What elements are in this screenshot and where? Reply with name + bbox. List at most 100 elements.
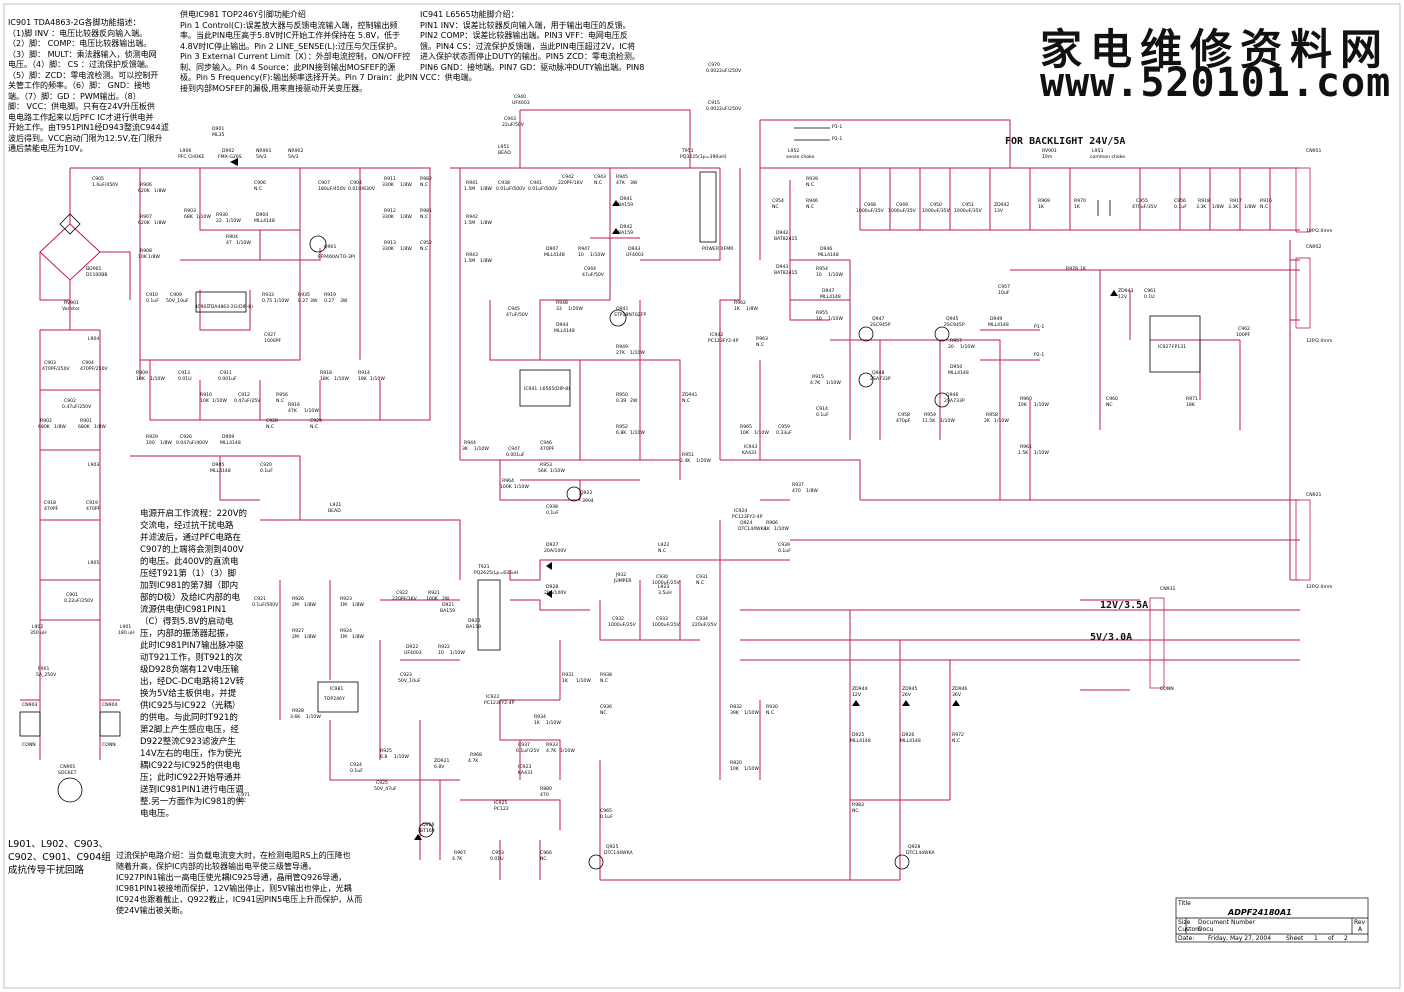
note-line: 送到IC981PIN1进行电压调 [140,785,244,795]
component-label: 3.3K [1228,204,1239,210]
component-label: 0.047uF/400V [176,440,209,446]
component-label: IC924 [734,508,747,514]
component-label: R971 [1186,396,1198,402]
component-label: 3K [462,446,469,452]
component-label: C928 [266,418,278,424]
component-label: 100 [146,440,155,446]
note-line: （2）脚： COMP：电压比较器输出端。 [8,39,152,48]
note-line: 接到内部MOSFEF的漏极,用来直接驱动开关变压器。 [180,83,368,93]
component-label: N.C [682,398,690,404]
of-label: of [1328,935,1334,942]
component-label: 1/10W [754,430,769,436]
component-label: ZD943 [1118,288,1134,294]
component-label: D943 [776,264,788,270]
component-label: MLL4148 [254,218,275,224]
ic901-pin-notes: IC901 TDA4863-2G各脚功能描述：（1)脚 INV ：电压比较器反向… [8,18,173,155]
component-label: CONN [1160,686,1174,692]
component-label: 470PF [86,506,101,512]
component-label: C931 [696,574,708,580]
component-label: 2W [630,398,638,404]
component-label: 0.1U [1144,294,1155,300]
component-label: R909 [136,370,148,376]
component-label: 680K [38,424,51,430]
component-label: 1/10W [212,398,227,404]
component-label: N.C [600,678,608,684]
note-line: IC941 L6565功能脚介绍： [420,10,519,19]
component-label: J932 [615,572,626,578]
note-line: 电源开启工作流程：220V的 [140,509,248,519]
component-label: 26V [902,692,912,698]
component-label: R967 [454,850,466,856]
component-label: R939 [806,176,818,182]
component-label: 1/10W [196,214,211,220]
component-label: D905 [212,462,224,468]
component-label: D942 [620,224,632,230]
note-line: 波后得到。VCC启动门限为12.5V,在门限升 [8,133,163,143]
component-label: IC981 [330,686,343,692]
component-label: Q924 [740,520,752,526]
component-label: 1/10W [394,754,409,760]
component-label: 2K [984,418,991,424]
component-label: CN901 [60,764,75,770]
component-label: IC922 [486,694,499,700]
component-label: 1000uF/35V [922,208,951,214]
component-label: 0.01uF/500V [496,186,526,192]
component-label: C927 [264,332,276,338]
component-label: R972 [952,732,964,738]
component-label: 0.1uF/25V [516,748,540,754]
component-label: 0.75 [262,298,272,304]
component-label: R952 [616,424,628,430]
component-label: N.C [1260,204,1268,210]
component-label: R953 [540,462,552,468]
component-label: C914 [816,406,828,412]
component-label: L922 [658,542,669,548]
component-label: 5A/3 [288,154,299,160]
component-label: C946 [540,440,552,446]
component-label: 1/8W [400,246,412,252]
component-label: NR901 [256,148,271,154]
component-label: 18K [358,376,368,382]
component-label: R969 [1038,198,1050,204]
component-label: L903 [88,462,99,468]
component-label: 1.5K [1018,450,1029,456]
component-label: C934 [696,616,708,622]
component-label: BT169 [420,828,435,834]
component-label: R947 [578,246,590,252]
component-label: ZD941 [682,392,698,398]
component-label: POWER XFMR [702,246,734,252]
component-label: C952 [420,240,432,246]
component-label: N.C [806,204,814,210]
component-label: 620K [138,220,151,226]
component-label: N.C [276,398,284,404]
output-12v-label: 12V/3.5A [1100,600,1149,611]
component-label: R911 [384,176,396,182]
component-label: N.C [420,182,428,188]
component-label: 470uF/35V [1132,204,1158,210]
note-line: 供IC925与IC922（光耦） [140,701,241,711]
component-label: D941 [620,196,632,202]
component-label: TOP246Y [323,696,345,702]
component-label: NR902 [288,148,303,154]
component-label: R949 [616,344,628,350]
component-label: 22 [216,218,222,224]
component-label: 50V_47uF [374,786,397,792]
component-label: R923 [340,596,352,602]
component-label: Q945 [946,316,958,322]
output-5v-label: 5V/3.0A [1090,632,1133,643]
component-label: 3W [310,298,318,304]
note-line: L901、L902、C903、 [8,839,109,850]
component-label: N.C [238,798,246,804]
component-label: C938 [498,180,510,186]
note-line: 成抗传导干扰回路 [8,865,85,876]
component-label: 1/8W [54,424,66,430]
note-line: 进入保护状态而停止DUTY的输出。PIN5 ZCD：零电流检测。 [420,52,640,61]
component-label: MLL4148 [948,370,969,376]
component-label: 1K [764,526,771,532]
component-label: 10uF [998,290,1010,296]
component-label: 0.27 [324,298,334,304]
component-label: C904 [82,360,94,366]
component-label: C947 [508,446,520,452]
component-label: R910 [200,392,212,398]
component-label: BA159 [618,230,633,236]
